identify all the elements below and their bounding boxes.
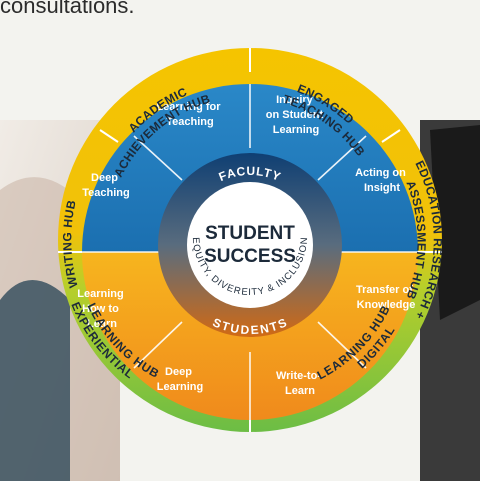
center-title-line2: SUCCESS [204,246,296,267]
segment-write-to-learn: Write-to- Learn [276,370,324,397]
center-title-line1: STUDENT [205,223,295,244]
segment-deep-learning: Deep Learning [157,366,203,393]
students-label: STUDENTS [211,315,290,337]
faculty-label: FACULTY [217,164,283,184]
segment-transfer-of-knowledge: Transfer of Knowledge [356,284,416,311]
hub-writing: WRITING HUB [60,199,80,290]
student-success-center [187,182,313,308]
segment-learning-how-to-learn: Learning How to Learn [77,288,127,330]
segment-inquiry-on-student-learning: Inquiry on Student Learning [266,94,327,136]
segment-acting-on-insight: Acting on Insight [355,167,409,194]
segment-deep-teaching: Deep Teaching [82,172,129,199]
segment-learning-for-teaching: Learning for Teaching [156,101,223,128]
header-text-fragment: consultations. [0,0,135,18]
